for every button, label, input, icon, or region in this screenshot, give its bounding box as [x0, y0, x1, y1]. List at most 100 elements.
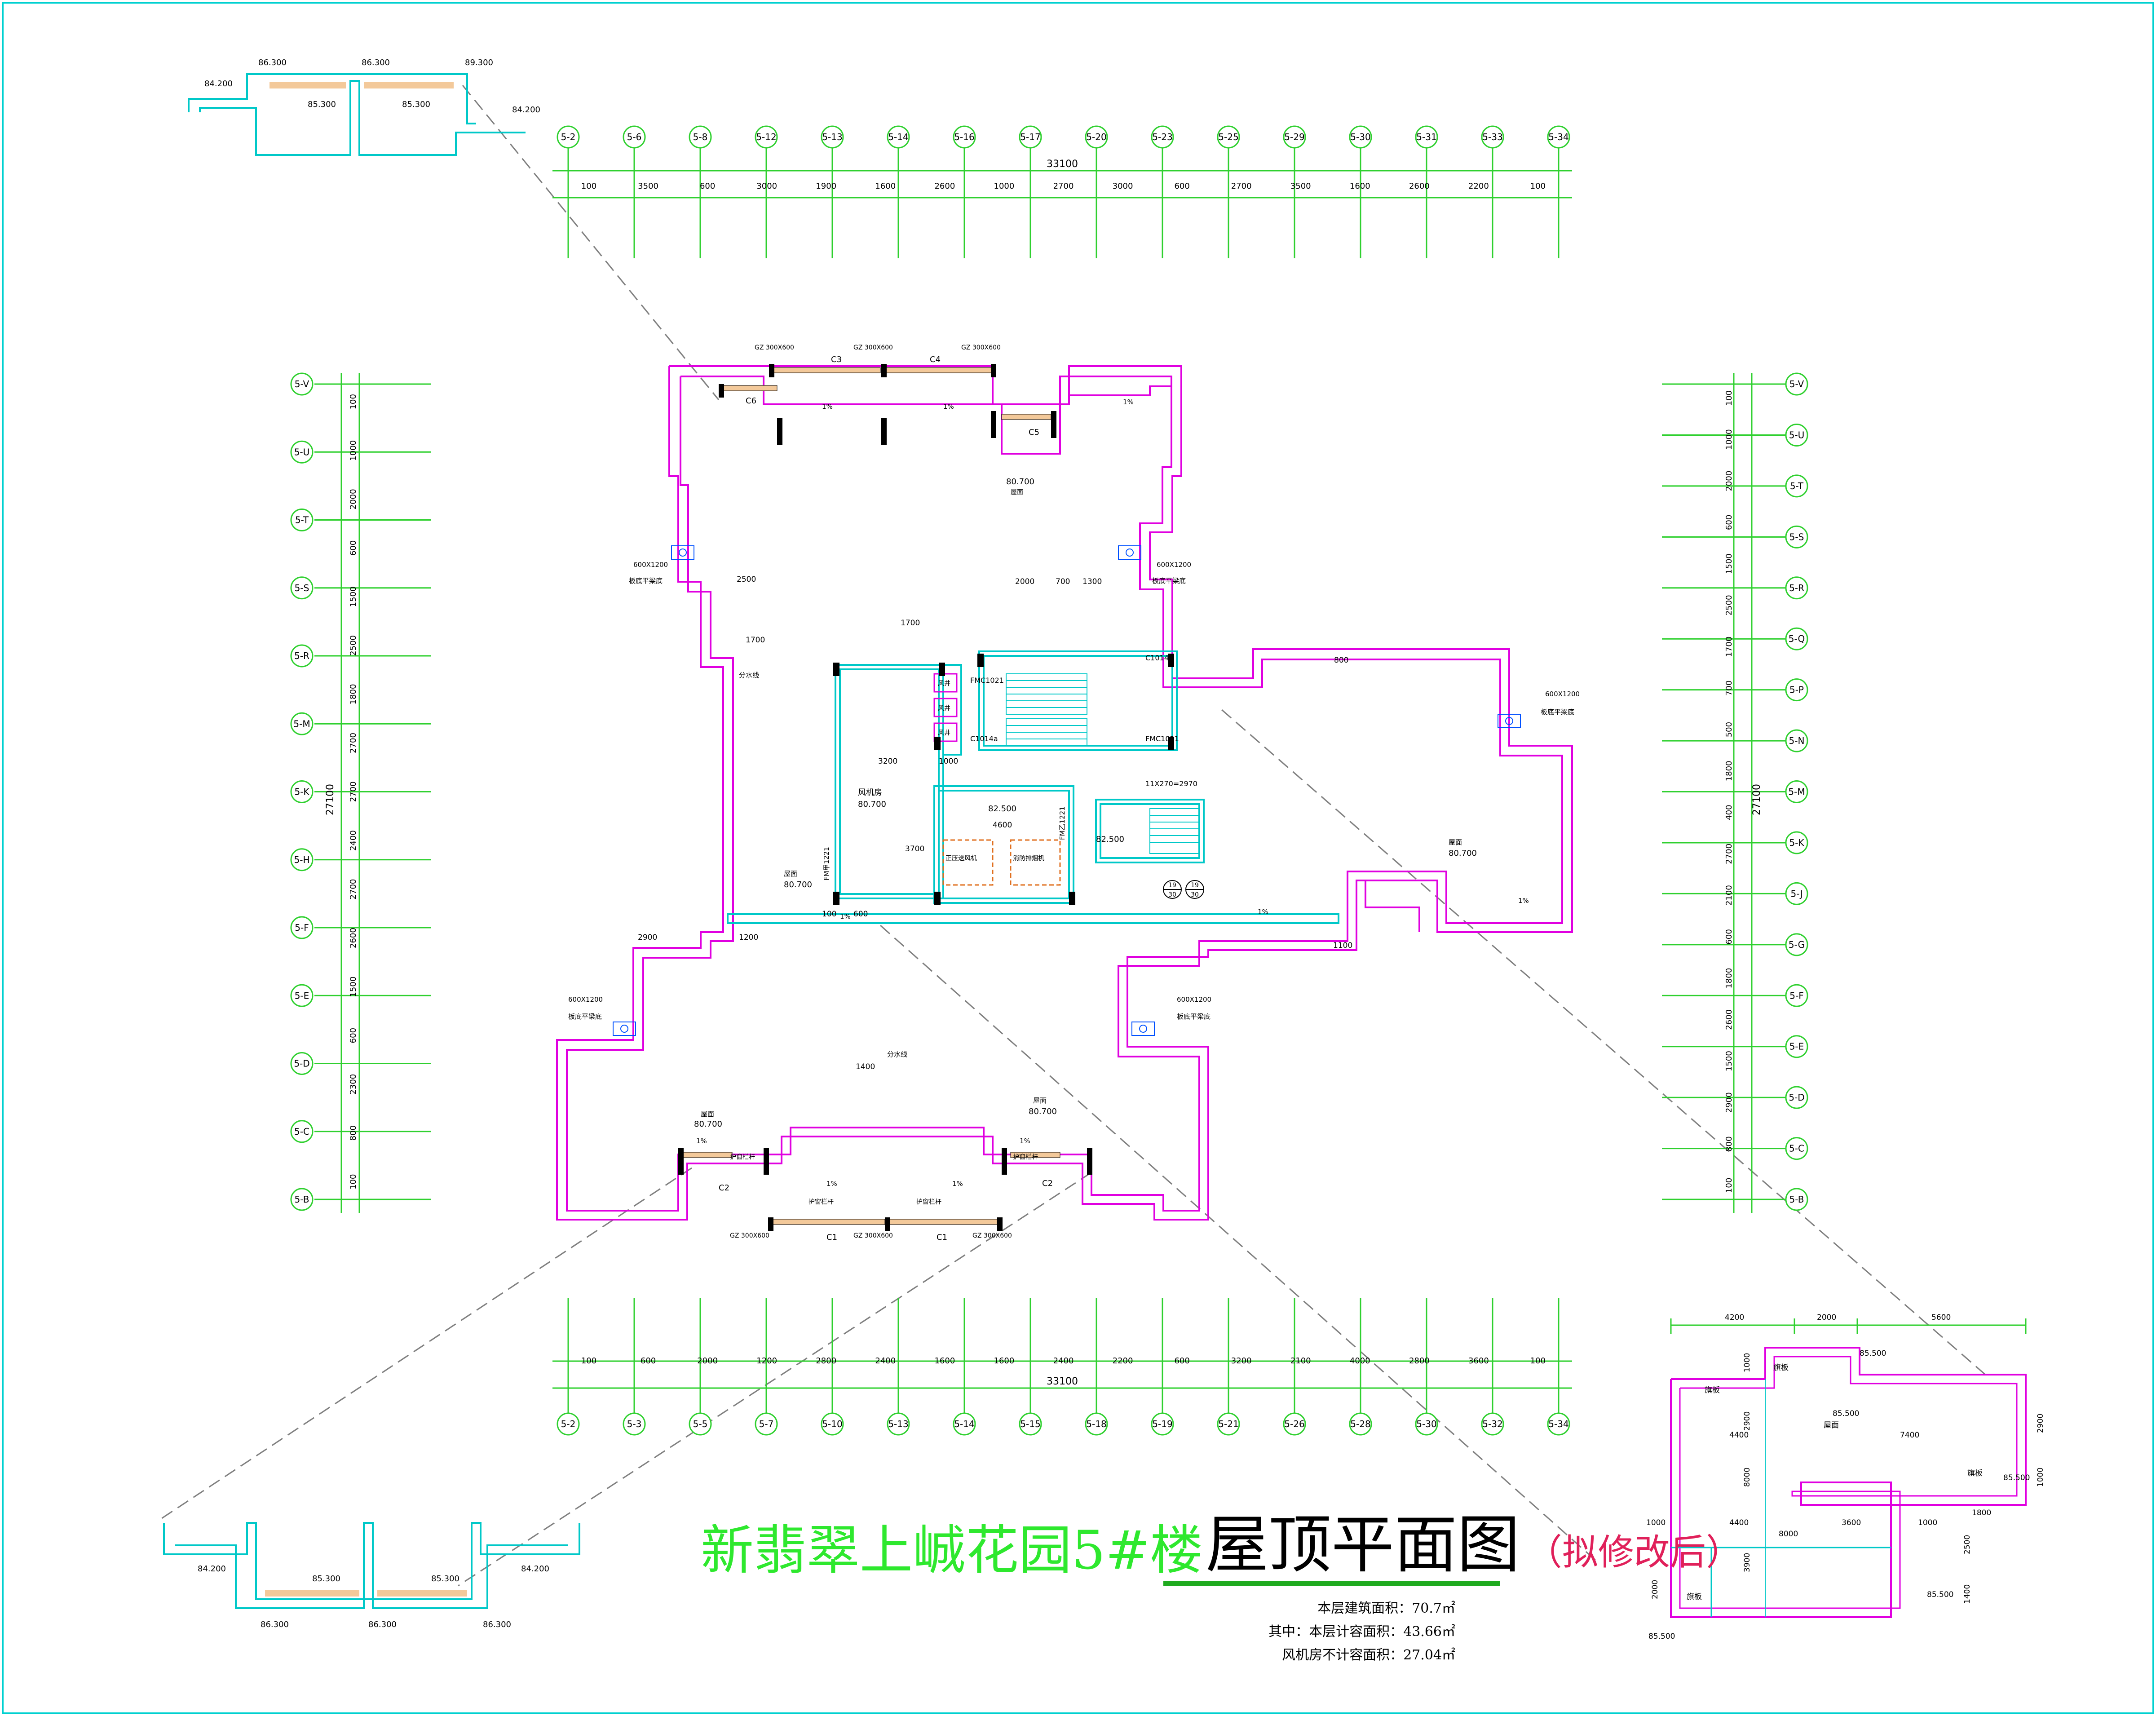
axis-bubble: 5-N: [1785, 729, 1808, 752]
machine-label: 正压送风机: [945, 855, 977, 862]
dim-label: 4400: [1729, 1431, 1749, 1440]
dim-label: 800: [349, 1125, 358, 1141]
axis-label: 5-E: [295, 990, 309, 1001]
plan-labels: GZ 300X600 GZ 300X600 GZ 300X600 C3 C4 C…: [568, 344, 1580, 1242]
slope-label: 1%: [1020, 1137, 1030, 1145]
dim-label: 600: [853, 910, 868, 919]
dim-label: 2900: [1743, 1411, 1752, 1431]
dim-label: 2700: [1724, 844, 1734, 864]
drawing-name: 屋顶平面图: [1205, 1508, 1520, 1582]
axis-label: 5-20: [1086, 132, 1106, 142]
axis-label: 5-10: [822, 1419, 842, 1429]
elevation: 84.200: [512, 105, 540, 115]
axis-bubble: 5-F: [1785, 984, 1808, 1007]
axis-bubble: 5-K: [1785, 831, 1808, 854]
dim-label: 3600: [1842, 1518, 1861, 1527]
axis-bubble: 5-13: [821, 125, 844, 149]
axis-label: 5-U: [1789, 429, 1805, 440]
axis-bubble: 5-T: [1785, 474, 1808, 498]
window-label: C1014a: [970, 734, 998, 743]
slope-label: 1%: [826, 1180, 837, 1188]
dim-label: 3000: [1113, 181, 1133, 191]
dim-label: 1000: [1724, 429, 1734, 450]
dim-label: 2000: [1817, 1313, 1836, 1322]
axis-label: 5-H: [294, 854, 310, 865]
axis-label: 5-B: [1789, 1194, 1804, 1205]
detail-bottom-left: 84.200 85.300 85.300 84.200 86.300 86.30…: [163, 1522, 580, 1629]
dim-label: 3500: [638, 181, 658, 191]
dim-label: 3600: [1468, 1356, 1489, 1366]
door-label: FM乙1221: [1058, 806, 1066, 840]
detail-sheet: 30: [1191, 891, 1199, 898]
axis-bubble: 5-C: [290, 1120, 314, 1143]
roof-label: 屋面: [1824, 1421, 1839, 1430]
dim-label: 1000: [994, 181, 1015, 191]
area-note-counted: 其中：本层计容面积：43.66㎡: [1268, 1624, 1455, 1640]
dim-label: 2100: [1290, 1356, 1311, 1366]
dim-bottom-total: 33100: [1047, 1376, 1078, 1387]
axis-bubble: 5-B: [290, 1188, 314, 1211]
dim-label: 2600: [1724, 1009, 1734, 1030]
axis-bubble: 5-K: [290, 780, 314, 803]
axis-bubble: 5-16: [953, 125, 976, 149]
axis-bubble: 5-34: [1547, 125, 1570, 149]
roof-drains: [613, 545, 1521, 1036]
elevation: 84.200: [521, 1564, 549, 1574]
axis-bubble: 5-19: [1151, 1412, 1174, 1436]
axis-bubble: 5-17: [1019, 125, 1042, 149]
dim-label: 2900: [2036, 1414, 2045, 1433]
axis-bubble: 5-34: [1547, 1412, 1570, 1436]
axis-label: 5-7: [759, 1419, 774, 1429]
window-label: C2: [1042, 1179, 1053, 1188]
axis-bubble: 5-13: [887, 1412, 910, 1436]
dim-label: 1000: [1743, 1353, 1752, 1372]
window-label: C4: [930, 355, 941, 364]
dim-label: 2900: [638, 933, 657, 942]
dim-label: 1700: [1724, 637, 1734, 657]
roof-label: 屋面: [1449, 838, 1462, 846]
axis-bubble: 5-M: [290, 712, 314, 735]
axis-label: 5-28: [1350, 1419, 1370, 1429]
dim-label: 2000: [1651, 1580, 1660, 1599]
elevation: 85.500: [2003, 1473, 2030, 1482]
roof-label: 屋面: [784, 870, 797, 878]
axis-label: 5-T: [1790, 481, 1804, 491]
drain-note: 板底平梁底: [629, 577, 663, 585]
dim-label: 2400: [1053, 1356, 1074, 1366]
dim-label: 800: [1724, 1136, 1734, 1151]
axis-bubble: 5-J: [1785, 882, 1808, 905]
axis-bubble: 5-5: [689, 1412, 712, 1436]
slope-label: 1%: [1258, 908, 1268, 916]
dim-label: 1500: [349, 977, 358, 997]
dim-label: 1800: [349, 684, 358, 705]
slope-label: 1%: [943, 402, 954, 411]
axis-label: 5-6: [627, 132, 642, 142]
elevation: 85.300: [308, 100, 336, 109]
axis-label: 5-33: [1482, 132, 1502, 142]
dim-label: 1000: [2036, 1468, 2045, 1487]
dim-label: 1600: [875, 181, 896, 191]
left-axis-band: 5-V5-U5-T5-S5-R5-M5-K5-H5-F5-E5-D5-C5-B …: [290, 372, 431, 1213]
axis-label: 5-T: [295, 515, 309, 526]
right-axis-band: 5-V5-U5-T5-S5-R5-Q5-P5-N5-M5-K5-J5-G5-F5…: [1662, 372, 1808, 1213]
dim-label: 100: [349, 1174, 358, 1190]
dim-label: 3200: [1231, 1356, 1252, 1366]
dim-label: 1400: [856, 1062, 875, 1071]
axis-bubble: 5-32: [1481, 1412, 1504, 1436]
dim-label: 1300: [1082, 577, 1102, 586]
axis-label: 5-N: [1789, 735, 1805, 746]
axis-label: 5-V: [295, 379, 309, 389]
roof-label: 屋面: [1033, 1097, 1047, 1105]
dim-label: 4000: [1350, 1356, 1370, 1366]
axis-bubble: 5-F: [290, 916, 314, 939]
axis-bubble: 5-7: [755, 1412, 778, 1436]
axis-bubble: 5-2: [557, 125, 580, 149]
dim-label: 600: [641, 1356, 656, 1366]
axis-bubble: 5-D: [1785, 1086, 1808, 1109]
axis-label: 5-R: [1789, 583, 1804, 593]
axis-bubble: 5-R: [1785, 576, 1808, 600]
dim-label: 2600: [934, 181, 955, 191]
dim-label: 100: [349, 394, 358, 409]
axis-label: 5-D: [294, 1058, 309, 1069]
